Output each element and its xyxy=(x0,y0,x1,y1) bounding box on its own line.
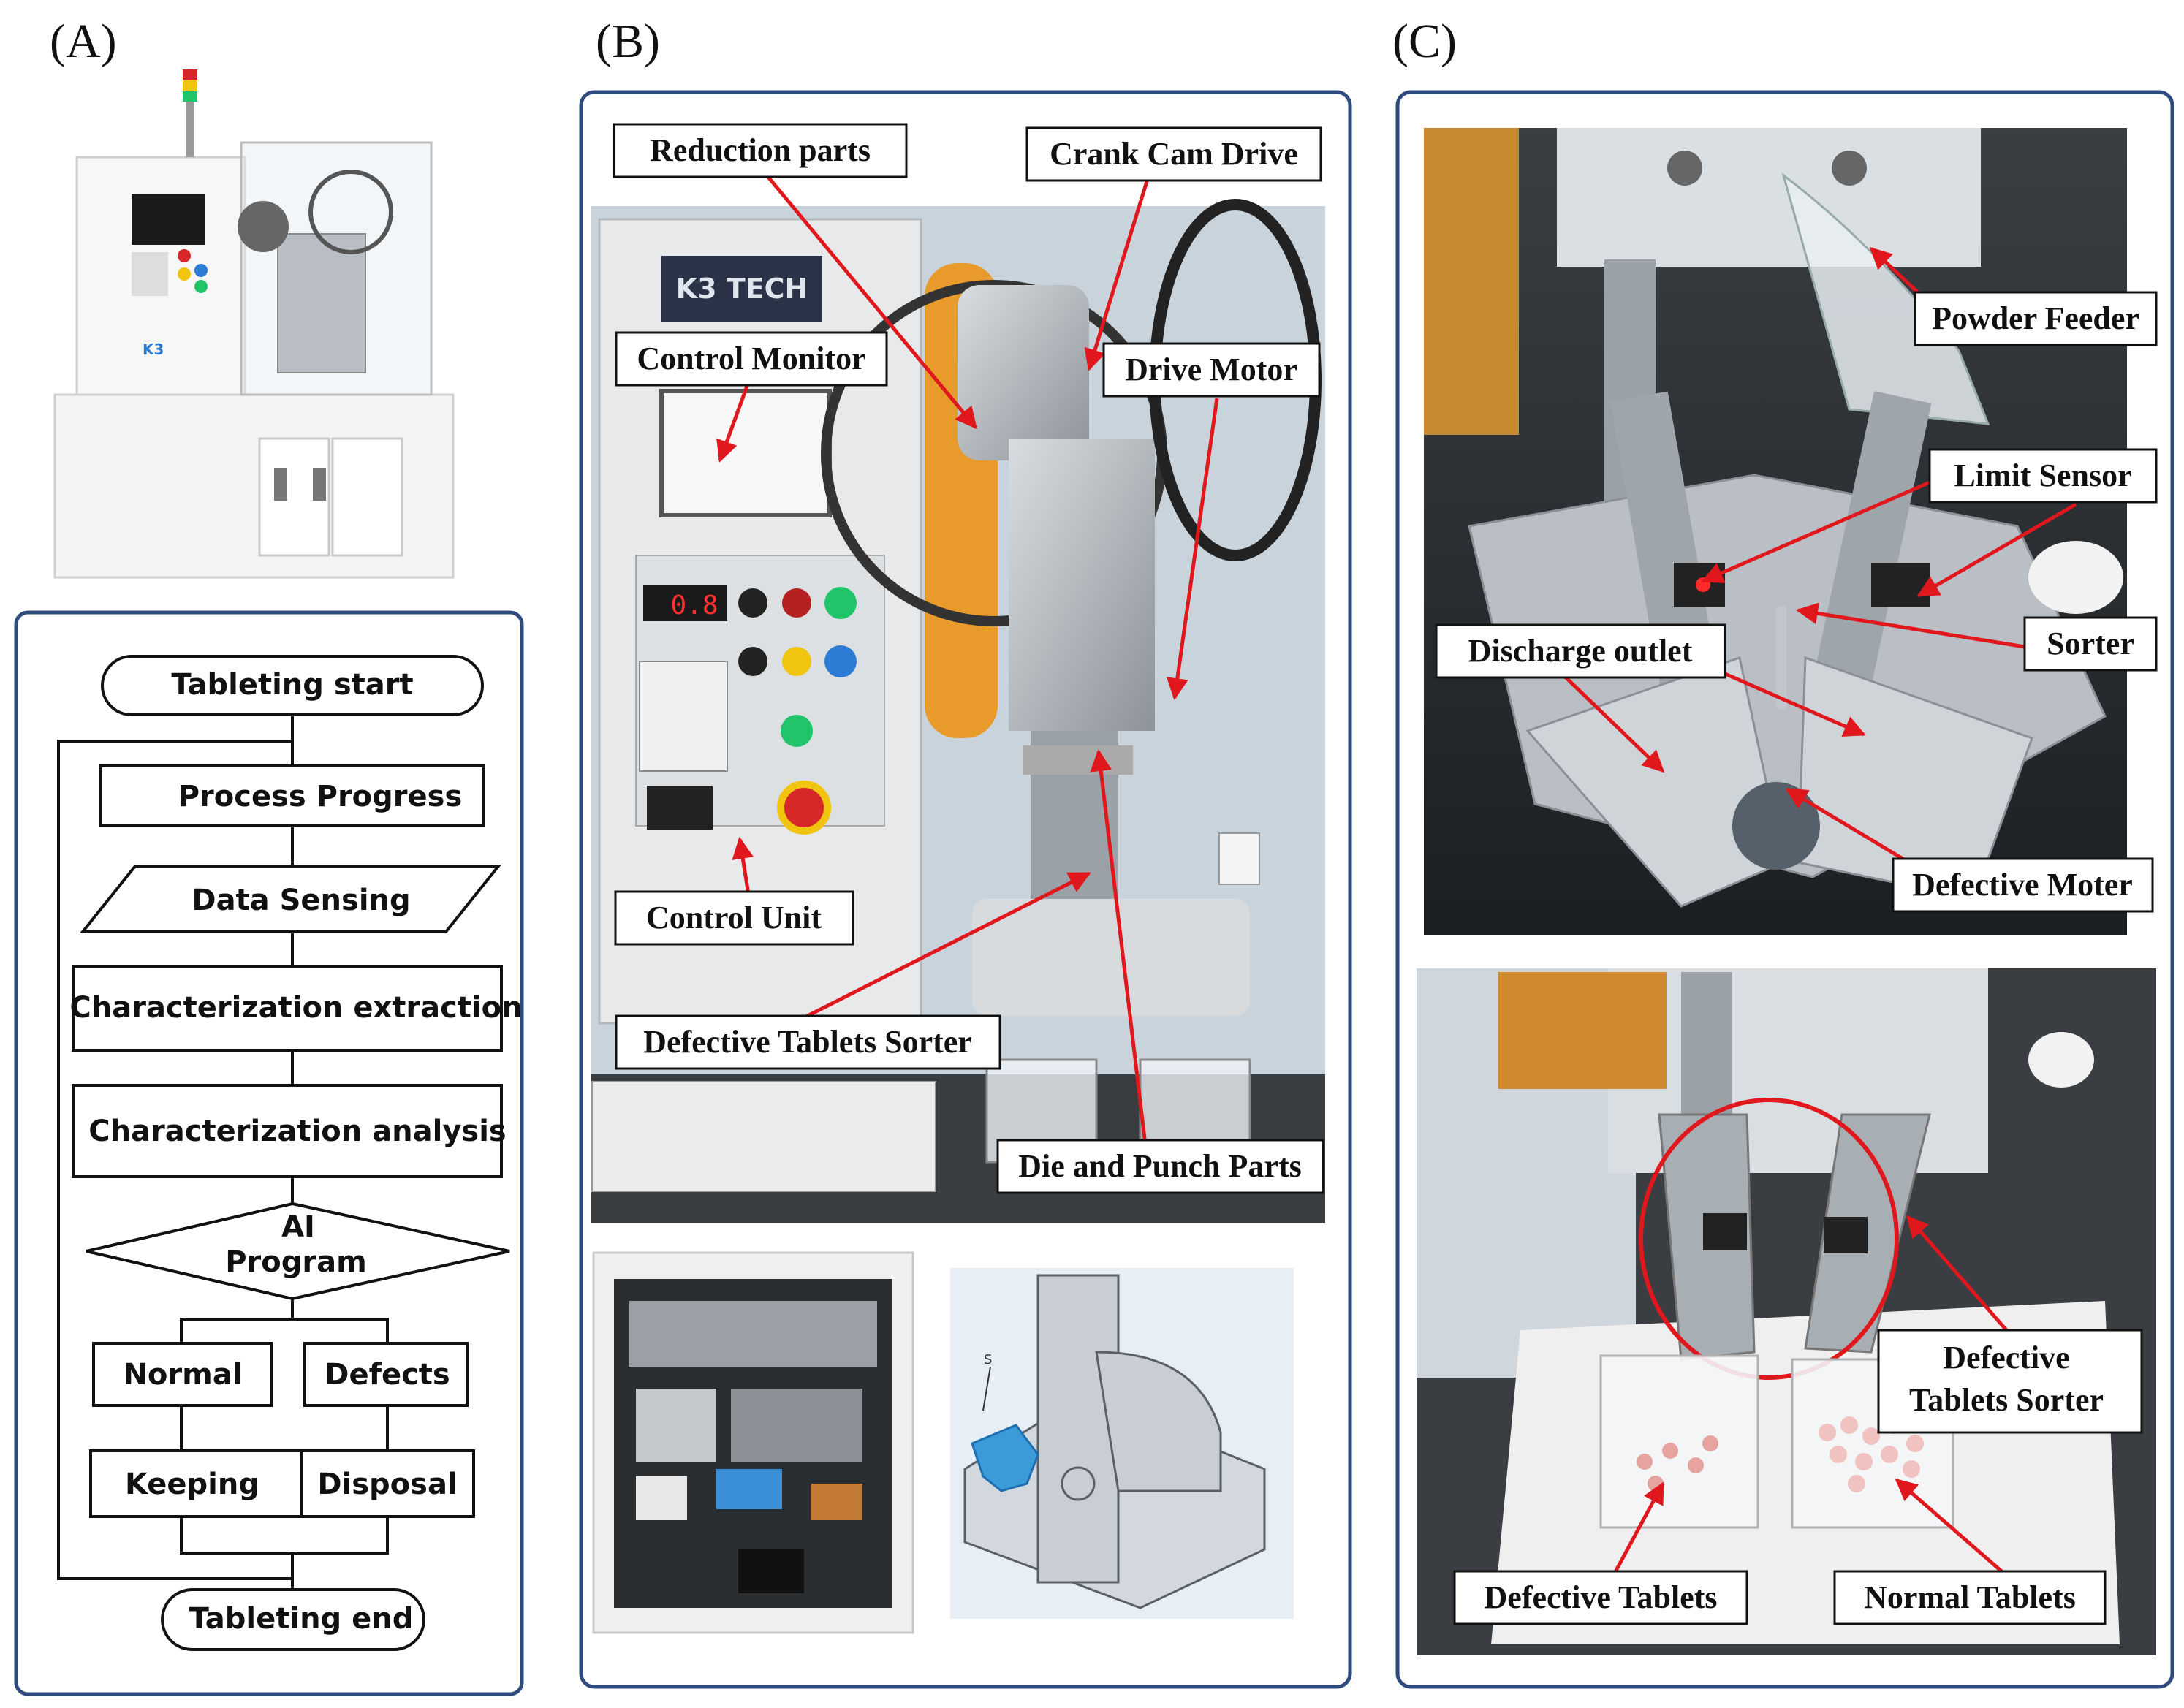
flow-normal xyxy=(92,1342,273,1407)
callout-die-punch-parts-label: Die and Punch Parts xyxy=(1018,1148,1301,1184)
panel-label-a: (A) xyxy=(50,15,117,68)
flow-start-label: Tableting start xyxy=(171,668,413,702)
callout-reduction-parts xyxy=(613,123,908,178)
callout-defective-tablets-sorter-label: Defective Tablets Sorter xyxy=(643,1024,972,1060)
flowchart-frame xyxy=(14,610,524,1696)
flow-disposal xyxy=(300,1449,475,1518)
cad-sorter-part xyxy=(971,1424,1039,1492)
machine-brand: K3 xyxy=(143,341,164,358)
flow-defects xyxy=(303,1342,469,1407)
flow-end-label: Tableting end xyxy=(189,1602,414,1636)
flow-process-progress xyxy=(99,764,485,827)
callout-drive-motor xyxy=(1102,342,1321,398)
panel-b-callouts: Reduction parts Crank Cam Drive Control … xyxy=(613,123,1324,1194)
control-monitor-screen xyxy=(659,389,832,517)
callout-defective-tablets-sorter-c xyxy=(1877,1329,2143,1434)
callout-drive-motor-label: Drive Motor xyxy=(1125,352,1297,387)
callout-defective-tablets-sorter-c-line2: Tablets Sorter xyxy=(1909,1382,2104,1418)
callout-control-monitor xyxy=(615,331,888,387)
flow-characterization-extraction xyxy=(72,965,503,1052)
panel-c-arrows xyxy=(1559,246,2077,1580)
callout-control-unit-label: Control Unit xyxy=(646,900,822,935)
sorter-closeup-photo xyxy=(1424,128,2127,935)
flow-characterization-analysis xyxy=(72,1084,503,1178)
k3-logo-text: K3 TECH xyxy=(676,273,808,305)
panel-c-callouts: Powder Feeder Limit Sensor Sorter Discha… xyxy=(1435,291,2158,1625)
flow-data-sensing xyxy=(79,865,502,933)
control-display-value: 0.8 xyxy=(670,591,718,620)
flow-normal-label: Normal xyxy=(123,1358,242,1392)
callout-normal-tablets xyxy=(1833,1570,2107,1625)
flow-characterization-analysis-label: Characterization analysis xyxy=(88,1115,507,1148)
cad-drawing: S xyxy=(950,1268,1294,1619)
callout-reduction-parts-label: Reduction parts xyxy=(650,132,871,168)
callout-defective-tablets-label: Defective Tablets xyxy=(1485,1579,1718,1615)
panel-b-frame xyxy=(579,90,1352,1689)
panel-b-arrows xyxy=(716,170,1219,1152)
callout-defective-tablets-sorter xyxy=(615,1014,1001,1070)
flow-keeping-label: Keeping xyxy=(125,1468,259,1501)
callout-sorter-label: Sorter xyxy=(2047,626,2134,661)
electrical-cabinet-photo xyxy=(592,1251,914,1634)
flow-data-sensing-label: Data Sensing xyxy=(192,884,410,917)
flow-process-progress-label: Process Progress xyxy=(178,780,463,813)
k3-logo xyxy=(661,256,822,322)
callout-powder-feeder-label: Powder Feeder xyxy=(1932,300,2139,336)
callout-control-monitor-label: Control Monitor xyxy=(637,341,865,376)
flow-end xyxy=(161,1588,425,1651)
callout-sorter xyxy=(2023,616,2158,672)
svg-text:S: S xyxy=(984,1352,992,1367)
callout-defective-moter-label: Defective Moter xyxy=(1912,867,2133,903)
flow-disposal-label: Disposal xyxy=(317,1468,457,1501)
callout-control-unit xyxy=(614,890,854,946)
flowchart: Tableting start Process Progress Data Se… xyxy=(14,610,524,1696)
callout-powder-feeder xyxy=(1914,291,2158,346)
flow-characterization-extraction-label: Characterization extraction xyxy=(69,991,522,1025)
machine-render: K3 xyxy=(53,69,455,579)
callout-limit-sensor-label: Limit Sensor xyxy=(1954,458,2131,493)
callout-discharge-outlet xyxy=(1435,623,1726,679)
panel-label-b: (B) xyxy=(596,15,660,68)
flow-defects-label: Defects xyxy=(325,1358,450,1392)
callout-normal-tablets-label: Normal Tablets xyxy=(1864,1579,2076,1615)
panel-label-c: (C) xyxy=(1392,15,1457,68)
callout-crank-cam-drive-label: Crank Cam Drive xyxy=(1050,136,1298,172)
tablet-output-photo xyxy=(1417,968,2156,1655)
callout-limit-sensor xyxy=(1928,448,2158,504)
machine-screen xyxy=(132,194,205,245)
panel-c-frame xyxy=(1395,90,2174,1689)
sorter-highlight-circle xyxy=(1639,1098,1899,1380)
callout-die-punch-parts xyxy=(996,1139,1324,1194)
callout-crank-cam-drive xyxy=(1025,126,1322,182)
flow-ai-program-line2: Program xyxy=(225,1245,367,1279)
callout-defective-tablets-sorter-c-line1: Defective xyxy=(1943,1340,2069,1375)
callout-defective-tablets xyxy=(1453,1570,1748,1625)
flow-ai-program-line1: AI xyxy=(281,1210,315,1244)
callout-discharge-outlet-label: Discharge outlet xyxy=(1468,633,1693,669)
callout-defective-moter xyxy=(1892,857,2154,913)
